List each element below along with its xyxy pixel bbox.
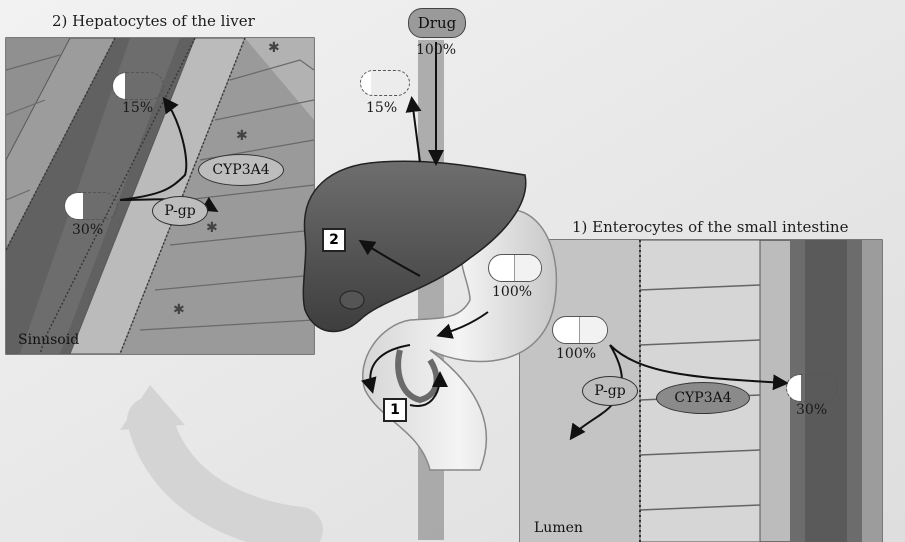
- liver-panel-title: 2) Hepatocytes of the liver: [52, 12, 255, 30]
- svg-text:✱: ✱: [236, 128, 248, 144]
- liver-top-pct: 15%: [122, 100, 153, 116]
- gallbladder: [340, 291, 364, 309]
- intestine-in-pct: 100%: [556, 346, 596, 362]
- lumen-label: Lumen: [534, 520, 583, 536]
- liver-entry-capsule: [64, 192, 118, 220]
- liver-pgp-transporter: P-gp: [152, 196, 208, 226]
- drug-pct: 100%: [416, 42, 456, 58]
- liver-escaped-capsule: [112, 72, 164, 100]
- escaped-drug-capsule: [360, 70, 410, 96]
- step-2-box: 2: [322, 228, 346, 252]
- portal-escape-pct: 15%: [366, 100, 397, 116]
- transporter-star-icon: ✱: [268, 40, 280, 56]
- stomach-pct: 100%: [492, 284, 532, 300]
- step-1-box: 1: [383, 398, 407, 422]
- drug-pill: Drug: [408, 8, 466, 38]
- intestine-panel-title: 1) Enterocytes of the small intestine: [572, 218, 848, 236]
- svg-text:✱: ✱: [206, 220, 218, 236]
- liver-cyp3a4-enzyme: CYP3A4: [198, 154, 284, 186]
- sinusoid-label: Sinusoid: [18, 332, 79, 348]
- intestine-drug-capsule: [552, 316, 608, 344]
- intestine-pgp-transporter: P-gp: [582, 376, 638, 406]
- absorbed-drug-capsule: [786, 374, 838, 402]
- svg-text:✱: ✱: [173, 302, 185, 318]
- intestine-out-pct: 30%: [796, 402, 827, 418]
- stomach-drug-capsule: [488, 254, 542, 282]
- liver-left-pct: 30%: [72, 222, 103, 238]
- intestine-cyp3a4-enzyme: CYP3A4: [656, 382, 750, 414]
